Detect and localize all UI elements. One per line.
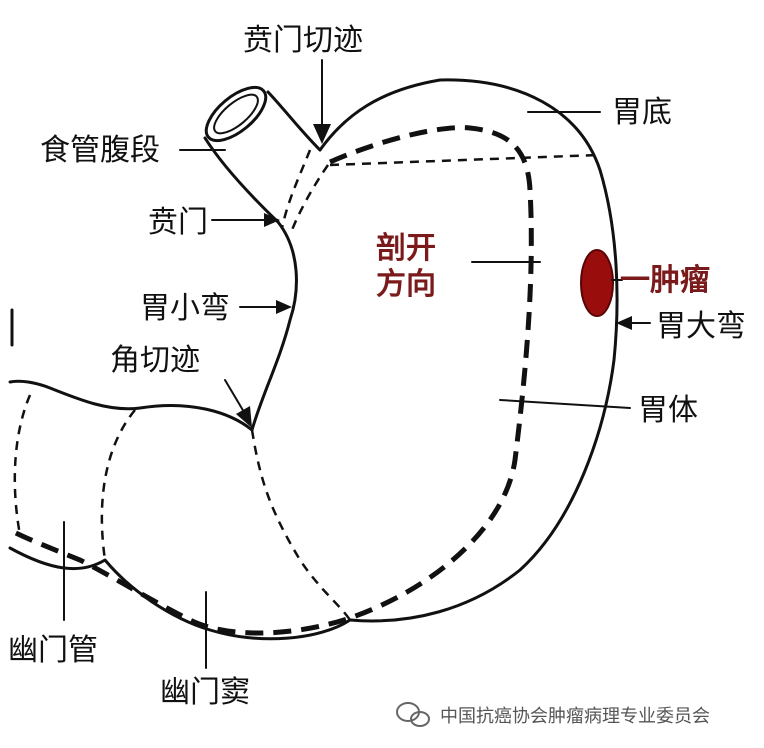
wechat-icon — [396, 702, 430, 727]
incision-path — [8, 125, 534, 636]
tumor-label: 一肿瘤 — [620, 263, 710, 298]
pyloric-outline-lower — [8, 546, 352, 641]
tumor-mass — [580, 249, 614, 317]
text-labels: 贲门切迹 胃底 食管腹段 贲门 剖开 方向 一肿瘤 胃小弯 胃大弯 角切迹 胃体… — [8, 23, 746, 710]
lesser-curvature-outline — [250, 220, 298, 432]
greater-curvature-arrowhead — [616, 316, 632, 330]
footer-watermark: 中国抗癌协会肿瘤病理专业委员会 — [396, 702, 710, 727]
esophagus-opening-inner — [213, 93, 259, 135]
dashed-lines — [8, 125, 599, 636]
esophagus-outline-lower — [203, 136, 280, 224]
cardia-band — [280, 149, 312, 229]
lesser-curvature-arrowhead — [276, 300, 292, 314]
cardia-band-2 — [290, 164, 330, 231]
pyloric-canal-label: 幽门管 — [8, 633, 98, 668]
esophagus-opening — [204, 85, 268, 143]
duodenal-boundary — [13, 394, 32, 536]
angular-notch-pointer — [224, 379, 245, 413]
abdominal-esophagus-label: 食管腹段 — [40, 133, 160, 168]
angular-notch-arrowhead — [236, 406, 252, 428]
cardiac-notch-label: 贲门切迹 — [243, 23, 363, 58]
greater-curvature-label: 胃大弯 — [656, 309, 746, 344]
pyloric-antrum-label: 幽门窦 — [160, 675, 250, 710]
cardiac-notch-arrowhead — [313, 124, 331, 144]
fundus-boundary — [329, 153, 599, 167]
angular-notch-label: 角切迹 — [110, 343, 200, 378]
esophagus-outline-upper — [266, 90, 322, 152]
cardia-arrowhead — [264, 213, 280, 227]
body-pointer — [499, 399, 631, 409]
body-label: 胃体 — [638, 393, 698, 428]
fundus-label: 胃底 — [612, 95, 672, 130]
footer-text: 中国抗癌协会肿瘤病理专业委员会 — [440, 706, 710, 727]
pointer-lines — [63, 59, 651, 669]
stomach-outline — [8, 78, 619, 641]
incision-label-1: 剖开 — [376, 231, 436, 266]
greater-curvature-outline — [318, 78, 619, 623]
lesser-curvature-label: 胃小弯 — [140, 291, 230, 326]
incision-label-2: 方向 — [376, 267, 436, 302]
antrum-boundary — [250, 429, 352, 621]
pyloric-boundary — [100, 409, 136, 561]
pyloric-outline-upper — [8, 379, 254, 432]
cardia-label: 贲门 — [148, 205, 208, 240]
